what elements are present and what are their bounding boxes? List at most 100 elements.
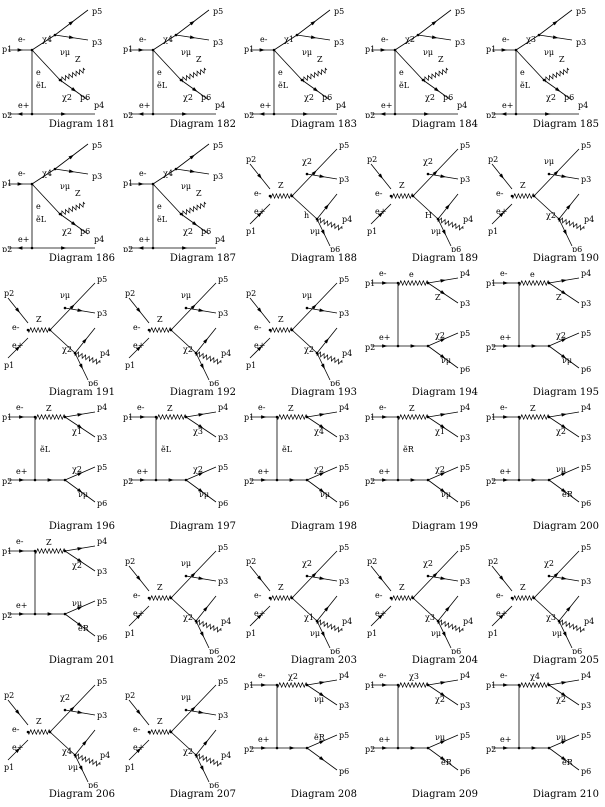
particle-label: Z xyxy=(75,55,81,64)
vertex xyxy=(426,478,430,482)
arrow-mark xyxy=(310,20,316,26)
arrow-mark xyxy=(562,631,567,638)
particle-label: e- xyxy=(16,537,24,546)
particle-label: p4 xyxy=(97,537,107,546)
particle-label: e- xyxy=(379,403,387,412)
particle-label: p2 xyxy=(244,111,254,118)
particle-label: νμ xyxy=(181,182,191,191)
particle-label: e- xyxy=(381,35,389,44)
particle-label: p3 xyxy=(460,577,470,586)
arrow-mark xyxy=(440,756,446,761)
particle-label: p1 xyxy=(125,629,135,638)
arrow-mark xyxy=(410,478,416,482)
particle-label: e+ xyxy=(379,333,390,342)
arrow-mark xyxy=(378,211,384,217)
particle-label: p2 xyxy=(244,477,254,486)
arrow-mark xyxy=(190,304,196,310)
particle-label: χ2 xyxy=(62,93,72,102)
particle-label: p5 xyxy=(581,141,591,150)
vertex xyxy=(63,478,67,482)
arrow-mark xyxy=(192,87,198,92)
particle-label: Z xyxy=(520,583,526,592)
particle-label: p5 xyxy=(97,597,107,606)
fermion-line xyxy=(31,168,56,185)
arrow-mark xyxy=(440,472,446,477)
arrow-mark xyxy=(531,478,537,482)
particle-label: Z xyxy=(157,717,163,726)
diagram-caption: Diagram 192 xyxy=(169,387,236,398)
arrow-mark xyxy=(382,746,388,750)
particle-label: p3 xyxy=(92,172,102,181)
particle-label: e- xyxy=(254,323,262,332)
boson-line xyxy=(543,67,570,83)
vertex xyxy=(315,619,319,623)
arrow-mark xyxy=(203,338,208,344)
particle-label: p5 xyxy=(576,7,586,16)
vertex xyxy=(63,415,67,419)
boson-line xyxy=(397,279,429,287)
particle-label: χ2 xyxy=(556,427,566,436)
arrow-mark xyxy=(261,746,267,750)
arrow-mark xyxy=(499,613,505,619)
particle-label: p5 xyxy=(213,141,223,150)
vertex xyxy=(184,415,188,419)
boson-line xyxy=(74,351,101,365)
arrow-mark xyxy=(410,344,416,348)
arrow-mark xyxy=(380,48,386,52)
vertex xyxy=(26,328,30,332)
fermion-line xyxy=(152,49,182,81)
fermion-line xyxy=(170,329,197,354)
particle-label: νμ xyxy=(431,629,441,638)
particle-label: p4 xyxy=(336,101,346,110)
arrow-mark xyxy=(440,488,446,493)
diagram-caption: Diagram 189 xyxy=(411,253,478,264)
vertex xyxy=(275,478,279,482)
arrow-mark xyxy=(440,413,446,417)
particle-label: ẽL xyxy=(520,81,531,90)
particle-label: e- xyxy=(379,671,387,680)
vertex xyxy=(268,596,272,600)
diagram-caption: Diagram 195 xyxy=(532,387,599,398)
arrow-mark xyxy=(77,413,83,417)
arrow-mark xyxy=(434,87,440,92)
arrow-mark xyxy=(382,415,388,419)
arrow-mark xyxy=(552,35,559,39)
arrow-mark xyxy=(320,631,325,638)
particle-label: e+ xyxy=(139,101,150,110)
arrow-mark xyxy=(15,747,21,753)
vertex xyxy=(194,753,198,757)
vertex xyxy=(426,574,430,578)
particle-label: ẽR xyxy=(562,758,574,767)
arrow-mark xyxy=(257,173,262,179)
vertex xyxy=(411,596,415,600)
arrow-mark xyxy=(545,112,551,116)
particle-label: χ2 xyxy=(62,227,72,236)
boson-line xyxy=(437,217,464,231)
particle-label: ẽR xyxy=(314,733,326,742)
vertex xyxy=(389,596,393,600)
arrow-mark xyxy=(257,613,263,619)
particle-label: p5 xyxy=(339,141,349,150)
arrow-mark xyxy=(198,308,204,312)
boson-line xyxy=(27,326,51,334)
diagram-caption: Diagram 191 xyxy=(48,387,115,398)
arrow-mark xyxy=(17,112,23,116)
vertex xyxy=(436,217,440,221)
vertex xyxy=(147,328,151,332)
particle-label: e xyxy=(36,68,41,77)
arrow-mark xyxy=(324,204,329,210)
vertex xyxy=(514,112,518,116)
vertex xyxy=(300,78,304,82)
arrow-mark xyxy=(561,424,567,429)
vertex xyxy=(315,217,319,221)
particle-label: e- xyxy=(18,35,26,44)
arrow-mark xyxy=(257,211,263,217)
